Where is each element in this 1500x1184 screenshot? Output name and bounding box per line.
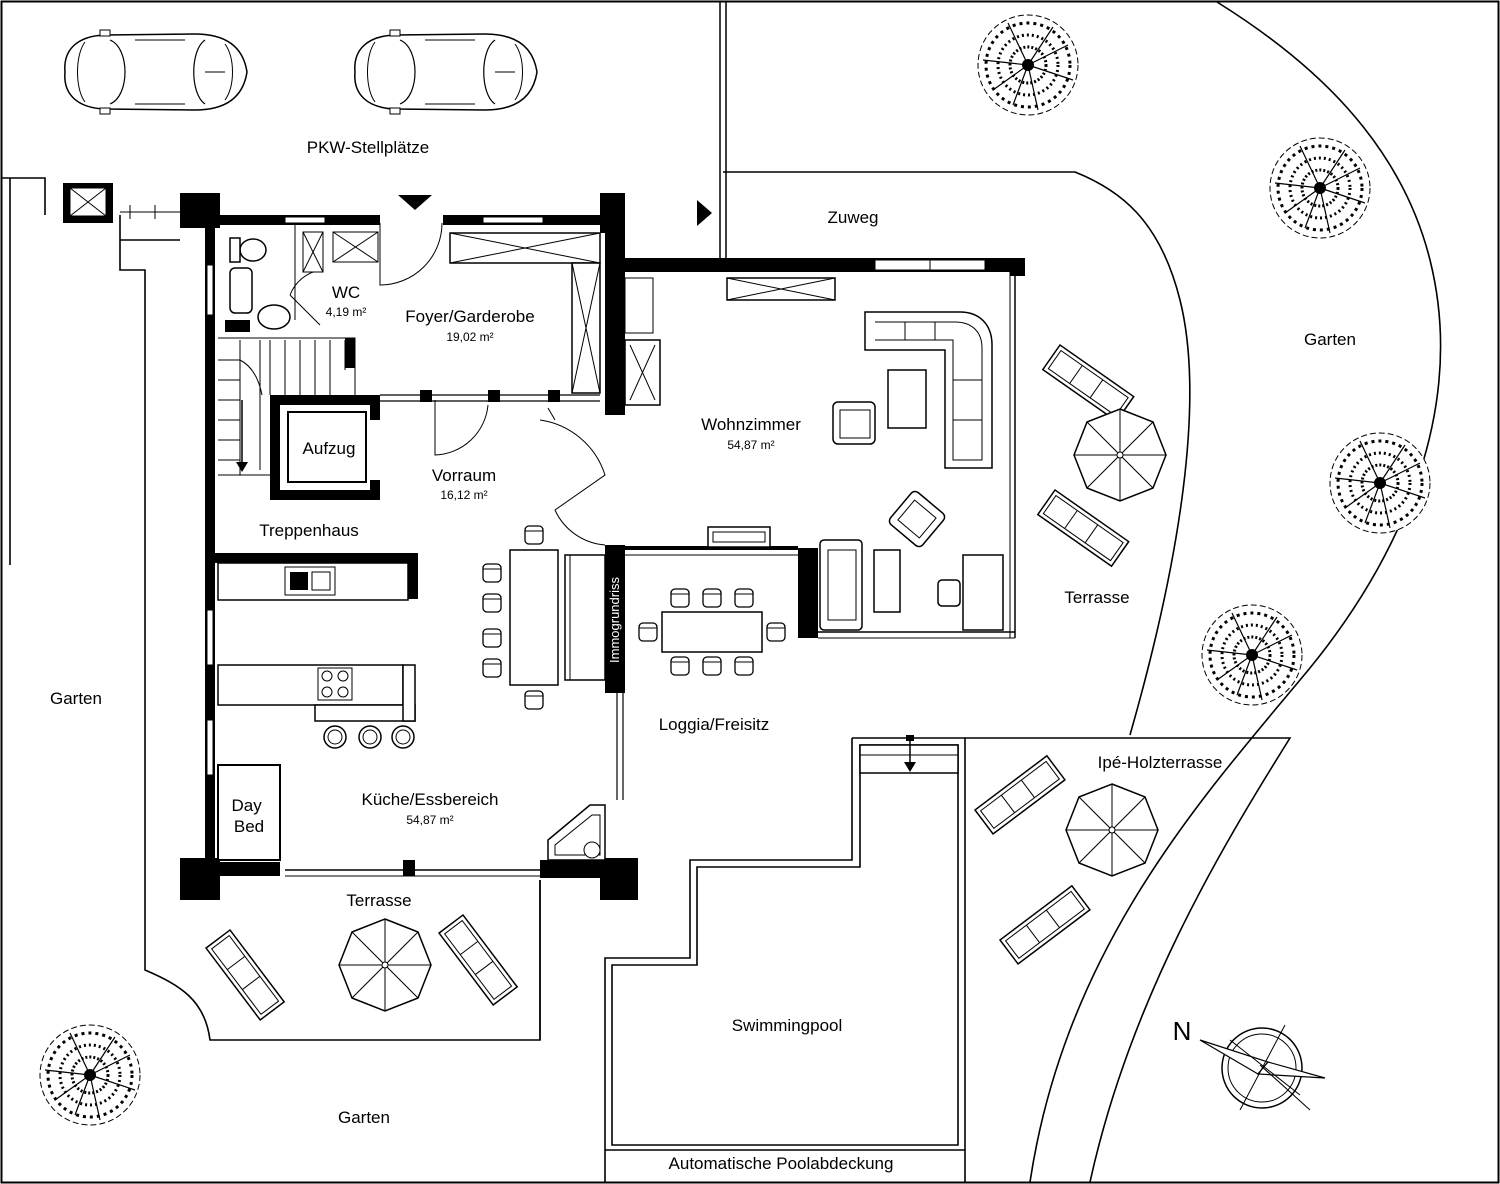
room-label-foyer: Foyer/Garderobe (405, 307, 534, 326)
room-label-zuweg: Zuweg (827, 208, 878, 227)
room-label-garden-south: Garten (338, 1108, 390, 1127)
room-label-wc: WC (332, 283, 360, 302)
room-area-foyer: 19,02 m² (446, 330, 493, 344)
compass-icon (1199, 1024, 1326, 1111)
room-label-vorraum: Vorraum (432, 466, 496, 485)
wardrobes (449, 232, 836, 406)
room-label-pool: Swimmingpool (732, 1016, 843, 1035)
room-label-loggia: Loggia/Freisitz (659, 715, 770, 734)
room-area-wohnzimmer: 54,87 m² (727, 438, 774, 452)
room-label-daybed: Day Bed (232, 796, 267, 836)
entrance-arrow-icon (398, 195, 432, 210)
daybed-label: Day (232, 796, 263, 815)
room-area-wc: 4,19 m² (326, 305, 367, 319)
tree-icon (1200, 603, 1304, 707)
tree-icon (1268, 136, 1372, 240)
parked-car-1 (64, 29, 248, 115)
pool (604, 735, 966, 1182)
room-area-vorraum: 16,12 m² (440, 488, 487, 502)
room-label-garden-west: Garten (50, 689, 102, 708)
compass-north-label: N (1173, 1016, 1192, 1046)
room-area-kueche: 54,87 m² (406, 813, 453, 827)
kitchen (217, 562, 606, 861)
daybed-label-line2: Bed (234, 817, 264, 836)
room-label-wohnzimmer: Wohnzimmer (701, 415, 801, 434)
entrance-arrow-icon (697, 200, 712, 226)
staircase (218, 337, 356, 476)
room-label-aufzug: Aufzug (303, 439, 356, 458)
tree-icon (976, 13, 1080, 117)
tree-icon (38, 1023, 142, 1127)
wc-fixtures (225, 231, 379, 332)
tree-icon (1328, 431, 1432, 535)
room-label-kueche: Küche/Essbereich (361, 790, 498, 809)
room-label-poolcover: Automatische Poolabdeckung (669, 1154, 894, 1173)
room-label-terrasse-south: Terrasse (346, 891, 411, 910)
room-label-parking: PKW-Stellplätze (307, 138, 430, 157)
room-label-garden-east: Garten (1304, 330, 1356, 349)
watermark: Immogrundriss (607, 577, 622, 663)
dining-set (482, 525, 786, 710)
living-room-furniture (819, 311, 1004, 631)
room-label-ipe: Ipé-Holzterrasse (1098, 753, 1223, 772)
parked-car-2 (354, 29, 538, 115)
room-label-terrasse-east: Terrasse (1064, 588, 1129, 607)
room-label-treppenhaus: Treppenhaus (259, 521, 359, 540)
property-line (2, 1, 1442, 1183)
